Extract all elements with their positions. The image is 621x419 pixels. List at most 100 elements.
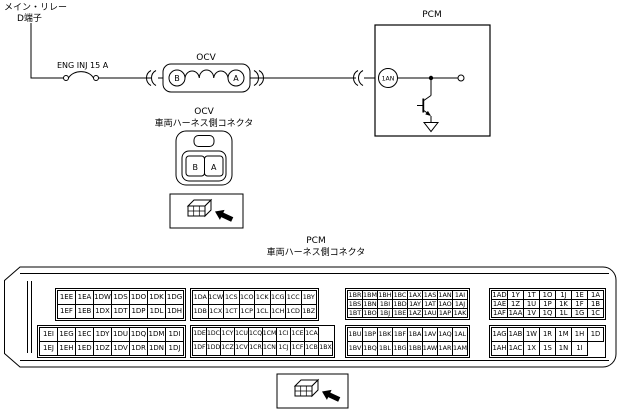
pin-1BJ: 1BJ — [377, 308, 393, 318]
pcm-internal-circuit — [378, 68, 465, 133]
pin-1CV: 1CV — [234, 341, 249, 356]
pin-1BA: 1BA — [407, 327, 423, 342]
cavity-a — [204, 155, 224, 177]
pin-1C: 1C — [587, 308, 604, 318]
pin-1BL: 1BL — [377, 341, 393, 356]
pin-1CY: 1CY — [220, 327, 235, 342]
pin-1CR: 1CR — [248, 341, 263, 356]
pin-1BG: 1BG — [392, 341, 408, 356]
pin-1EH: 1EH — [57, 341, 76, 356]
pin-1CT: 1CT — [223, 304, 240, 319]
pin-1DQ: 1DQ — [129, 327, 148, 342]
pin-1CP: 1CP — [238, 304, 255, 319]
pin-1CJ: 1CJ — [276, 341, 291, 356]
ocv-connector-face — [175, 130, 233, 186]
pin-1DO: 1DO — [129, 290, 148, 305]
ocv-label: OCV — [196, 53, 216, 63]
pin-1CN: 1CN — [262, 341, 277, 356]
pin-1AM: 1AM — [452, 341, 468, 356]
pin-1DL: 1DL — [147, 304, 166, 319]
ocv-connector-b-label: B — [192, 163, 198, 172]
pin-1AR: 1AR — [437, 341, 453, 356]
fuse-label: ENG INJ 15 A — [57, 61, 109, 70]
pin-1CM: 1CM — [262, 327, 277, 342]
pin-1AH: 1AH — [491, 341, 508, 356]
pin-1EI: 1EI — [39, 327, 58, 342]
ocv-terminal-a-label: A — [233, 74, 239, 83]
pcm-connector-title: PCM — [306, 236, 325, 246]
pin-1EF: 1EF — [57, 304, 76, 319]
pin-1BB: 1BB — [407, 341, 423, 356]
pin-1CE: 1CE — [290, 327, 305, 342]
pin-1EE: 1EE — [57, 290, 76, 305]
pin-1BT: 1BT — [347, 308, 363, 318]
pin-1DN: 1DN — [147, 341, 166, 356]
pin-1CQ: 1CQ — [248, 327, 263, 342]
pin-1DJ: 1DJ — [165, 341, 184, 356]
pin-1BZ: 1BZ — [300, 304, 317, 319]
pin-1BF: 1BF — [392, 327, 408, 342]
ocv-symbol — [162, 63, 251, 93]
pin-1I: 1I — [571, 341, 588, 356]
power-wire — [30, 23, 163, 79]
pin-1BQ: 1BQ — [362, 341, 378, 356]
pin-1AK: 1AK — [452, 308, 468, 318]
pin-1BY: 1BY — [300, 290, 317, 305]
pin-1CB: 1CB — [304, 341, 319, 356]
pin-1AW: 1AW — [422, 341, 438, 356]
pin-1CK: 1CK — [254, 290, 271, 305]
pin-1DX: 1DX — [93, 304, 112, 319]
pin-1EJ: 1EJ — [39, 341, 58, 356]
ground-symbol — [422, 122, 440, 133]
pin-1BO: 1BO — [362, 308, 378, 318]
pin-1DE: 1DE — [192, 327, 207, 342]
pin-1DS: 1DS — [111, 290, 130, 305]
pin-1DI: 1DI — [165, 327, 184, 342]
pin-1D: 1D — [587, 327, 604, 342]
pin-1EA: 1EA — [75, 290, 94, 305]
pin-1BP: 1BP — [362, 327, 378, 342]
pin-1CO: 1CO — [238, 290, 255, 305]
pin-1W: 1W — [523, 327, 540, 342]
ocv-connector-title: OCV — [194, 107, 214, 117]
pin-1BK: 1BK — [377, 327, 393, 342]
connector-lock-tab — [193, 135, 215, 147]
pin-1AZ: 1AZ — [407, 308, 423, 318]
ocv-connector-subtitle: 車両ハーネス側コネクタ — [155, 117, 254, 129]
pin-1CS: 1CS — [223, 290, 240, 305]
pcm-label: PCM — [422, 10, 441, 20]
pin-1DW: 1DW — [93, 290, 112, 305]
pin-1CD: 1CD — [285, 304, 302, 319]
pcm-pin-label: 1AN — [382, 76, 395, 83]
pin-1CH: 1CH — [269, 304, 286, 319]
pin-1H: 1H — [571, 327, 588, 342]
pin-1CA: 1CA — [304, 327, 319, 342]
pin-1G: 1G — [571, 308, 588, 318]
pin-1DT: 1DT — [111, 304, 130, 319]
pin-1N: 1N — [555, 341, 572, 356]
pin-1AV: 1AV — [422, 327, 438, 342]
pin-1ED: 1ED — [75, 341, 94, 356]
d-terminal-label: D端子 — [17, 12, 42, 24]
pin-1CG: 1CG — [269, 290, 286, 305]
pin-1BU: 1BU — [347, 327, 363, 342]
pin-1DZ: 1DZ — [93, 341, 112, 356]
pin-1AP: 1AP — [437, 308, 453, 318]
pin-1DP: 1DP — [129, 304, 148, 319]
